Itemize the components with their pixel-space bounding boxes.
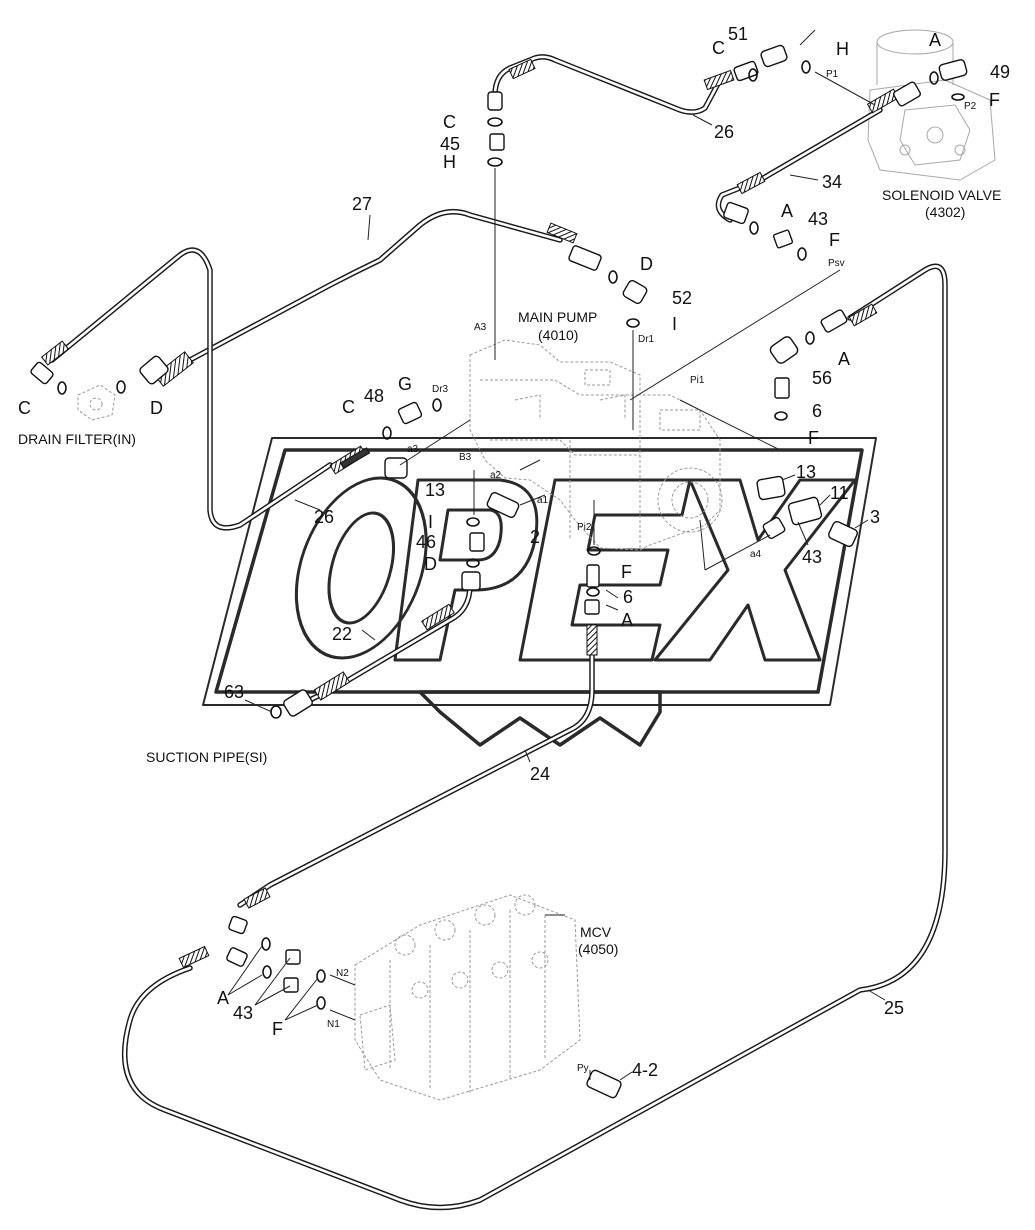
port-N1: N1 xyxy=(327,1019,340,1030)
part-49: 49 xyxy=(990,62,1010,82)
suction-pipe-label: SUCTION PIPE(SI) xyxy=(146,749,267,765)
seal-A-pi2: A xyxy=(621,610,633,630)
seal-F-right: F xyxy=(808,428,819,448)
main-pump-name: MAIN PUMP xyxy=(518,309,597,325)
seal-D-b3: D xyxy=(424,554,437,574)
part-26-top: 26 xyxy=(714,122,734,142)
part-34: 34 xyxy=(822,172,842,192)
port-a2: a2 xyxy=(490,470,502,481)
part-11: 11 xyxy=(830,483,849,503)
seal-I-dr1: I xyxy=(672,314,677,334)
part-2: 2 xyxy=(530,527,540,547)
port-a4: a4 xyxy=(750,549,762,560)
port-P2: P2 xyxy=(964,101,977,112)
port-a1: a1 xyxy=(537,495,549,506)
hose-25 xyxy=(121,263,948,1211)
mcv-name: MCV xyxy=(580,924,612,940)
main-pump-code: (4010) xyxy=(538,327,578,343)
port-P1: P1 xyxy=(826,69,839,80)
solenoid-valve-code: (4302) xyxy=(925,204,965,220)
hose-braid-sections xyxy=(40,58,900,969)
seal-I-b3: I xyxy=(428,512,433,532)
mcv-code: (4050) xyxy=(578,941,618,957)
part-13-right: 13 xyxy=(796,462,816,482)
part-6-center: 6 xyxy=(623,587,633,607)
solenoid-valve-name: SOLENOID VALVE xyxy=(882,187,1001,203)
watermark-letters xyxy=(294,476,857,662)
seal-C-top: C xyxy=(712,38,725,58)
part-45: 45 xyxy=(440,134,460,154)
seal-C-filter: C xyxy=(18,398,31,418)
seal-D-filter: D xyxy=(150,398,163,418)
seal-H-pump: H xyxy=(443,152,456,172)
drain-filter-body xyxy=(77,384,116,421)
hose-34 xyxy=(715,107,883,223)
seal-H-top: H xyxy=(836,39,849,59)
seal-C-pump: C xyxy=(443,112,456,132)
part-26-left: 26 xyxy=(314,507,334,527)
hose-24 xyxy=(237,637,595,908)
seal-A-hose34: A xyxy=(781,201,793,221)
part-51: 51 xyxy=(728,24,748,44)
part-43-top: 43 xyxy=(808,209,828,229)
seal-A-valve: A xyxy=(929,30,941,50)
drain-filter-label: DRAIN FILTER(IN) xyxy=(18,431,136,447)
port-N2: N2 xyxy=(336,968,349,979)
hose-22 xyxy=(297,582,473,708)
port-B3: B3 xyxy=(459,452,472,463)
seal-C-dr3: C xyxy=(342,397,355,417)
port-Pi2: Pi2 xyxy=(577,522,592,533)
part-22: 22 xyxy=(332,624,352,644)
part-43-bottom: 43 xyxy=(233,1003,253,1023)
hose-26-left xyxy=(49,247,333,531)
part-25: 25 xyxy=(884,998,904,1018)
part-4-2: 4-2 xyxy=(632,1060,658,1080)
port-Py: Py xyxy=(577,1063,589,1074)
part-43-mid: 43 xyxy=(802,547,822,567)
leader-lines xyxy=(227,29,886,1081)
part-24: 24 xyxy=(530,764,550,784)
o-rings xyxy=(57,60,965,1010)
seal-A-right: A xyxy=(838,349,850,369)
part-3: 3 xyxy=(870,507,880,527)
seal-F-mcv: F xyxy=(272,1019,283,1039)
port-Dr1: Dr1 xyxy=(638,334,655,345)
part-56: 56 xyxy=(812,368,832,388)
seal-G-dr3: G xyxy=(398,374,412,394)
seal-D-pump: D xyxy=(640,254,653,274)
port-A3: A3 xyxy=(474,322,487,333)
seal-F-psv: F xyxy=(829,230,840,250)
part-48: 48 xyxy=(364,386,384,406)
port-Dr3: Dr3 xyxy=(432,384,449,395)
hose-27 xyxy=(187,208,563,363)
seal-F-valve: F xyxy=(989,90,1000,110)
port-Pi1: Pi1 xyxy=(690,375,705,386)
hose-26-top xyxy=(492,54,723,115)
part-6-right: 6 xyxy=(812,401,822,421)
seal-A-mcv: A xyxy=(217,988,229,1008)
mcv-body xyxy=(354,894,581,1101)
part-63: 63 xyxy=(224,682,244,702)
part-46: 46 xyxy=(416,532,436,552)
part-13-left: 13 xyxy=(425,480,445,500)
port-Psv: Psv xyxy=(828,258,845,269)
part-52: 52 xyxy=(672,288,692,308)
port-a3: a3 xyxy=(407,444,419,455)
main-pump-body xyxy=(469,339,723,551)
part-27: 27 xyxy=(352,194,372,214)
seal-F-pi2: F xyxy=(621,562,632,582)
watermark-logo xyxy=(202,437,877,747)
fittings xyxy=(30,44,968,1099)
